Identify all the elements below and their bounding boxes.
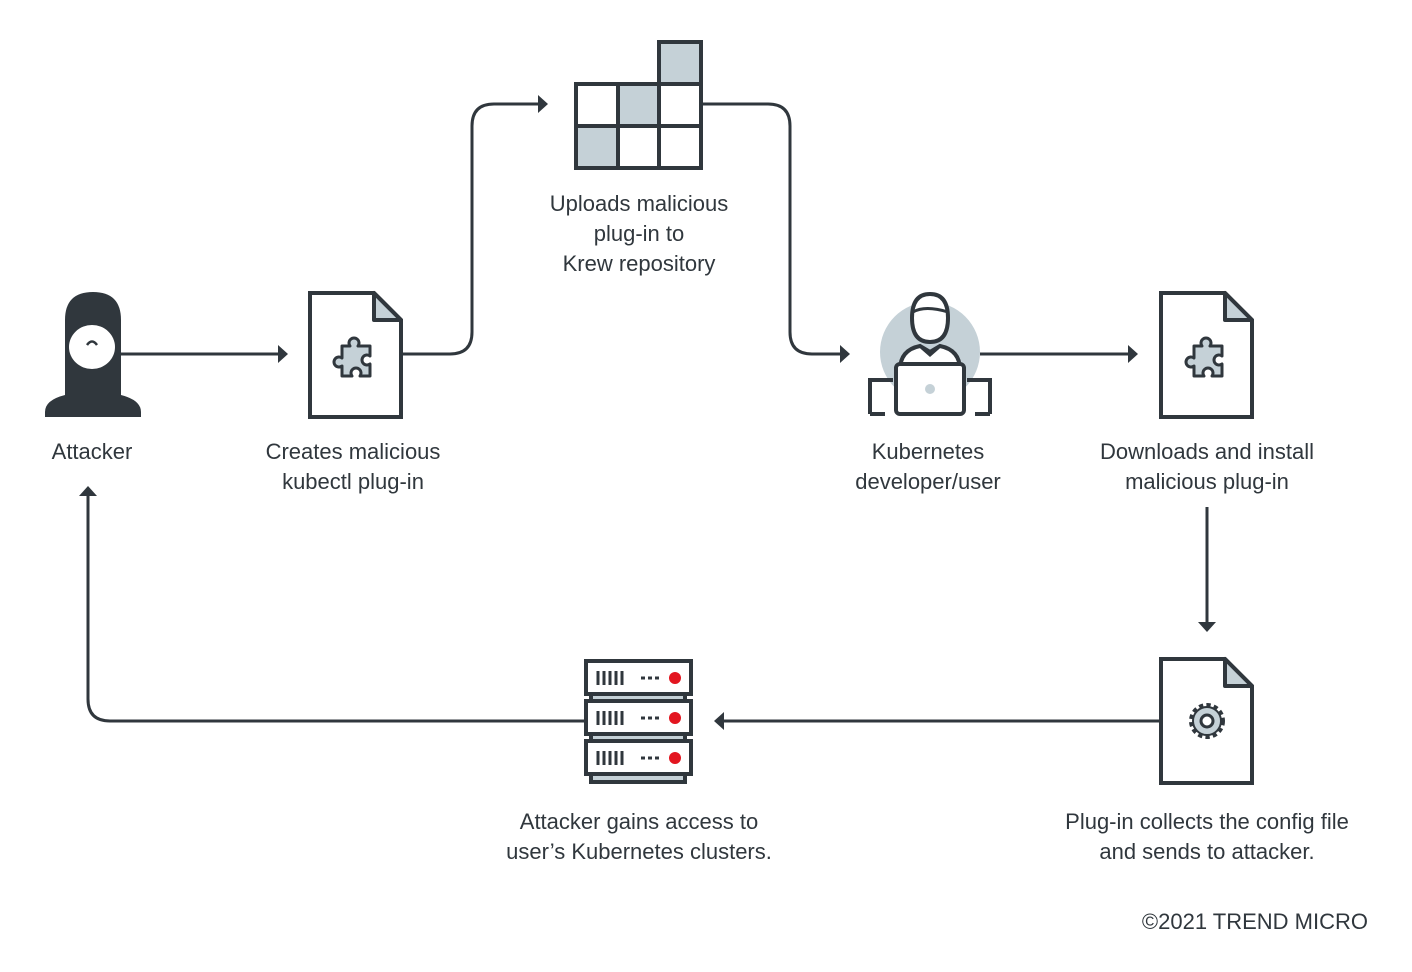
puzzle-document-icon: [308, 291, 403, 419]
gear-document-icon: [1159, 657, 1254, 785]
arrow-create-to-upload: [402, 95, 548, 356]
arrow-developer-to-install: [980, 345, 1138, 363]
arrow-collect-to-access: [714, 712, 1160, 730]
puzzle-document-icon: [1159, 291, 1254, 419]
developer-laptop-icon: [868, 291, 992, 416]
krew-repository-grid-icon: [574, 40, 703, 170]
hooded-attacker-icon: [45, 292, 141, 417]
arrow-attacker-to-create: [118, 345, 288, 363]
server-rack-icon: [584, 659, 693, 784]
arrow-install-to-collect: [1198, 507, 1216, 632]
label-attacker: Attacker: [52, 439, 133, 464]
arrow-access-to-attacker: [79, 486, 585, 723]
copyright: ©2021 TREND MICRO: [1142, 909, 1368, 934]
arrow-upload-to-developer: [701, 102, 850, 363]
